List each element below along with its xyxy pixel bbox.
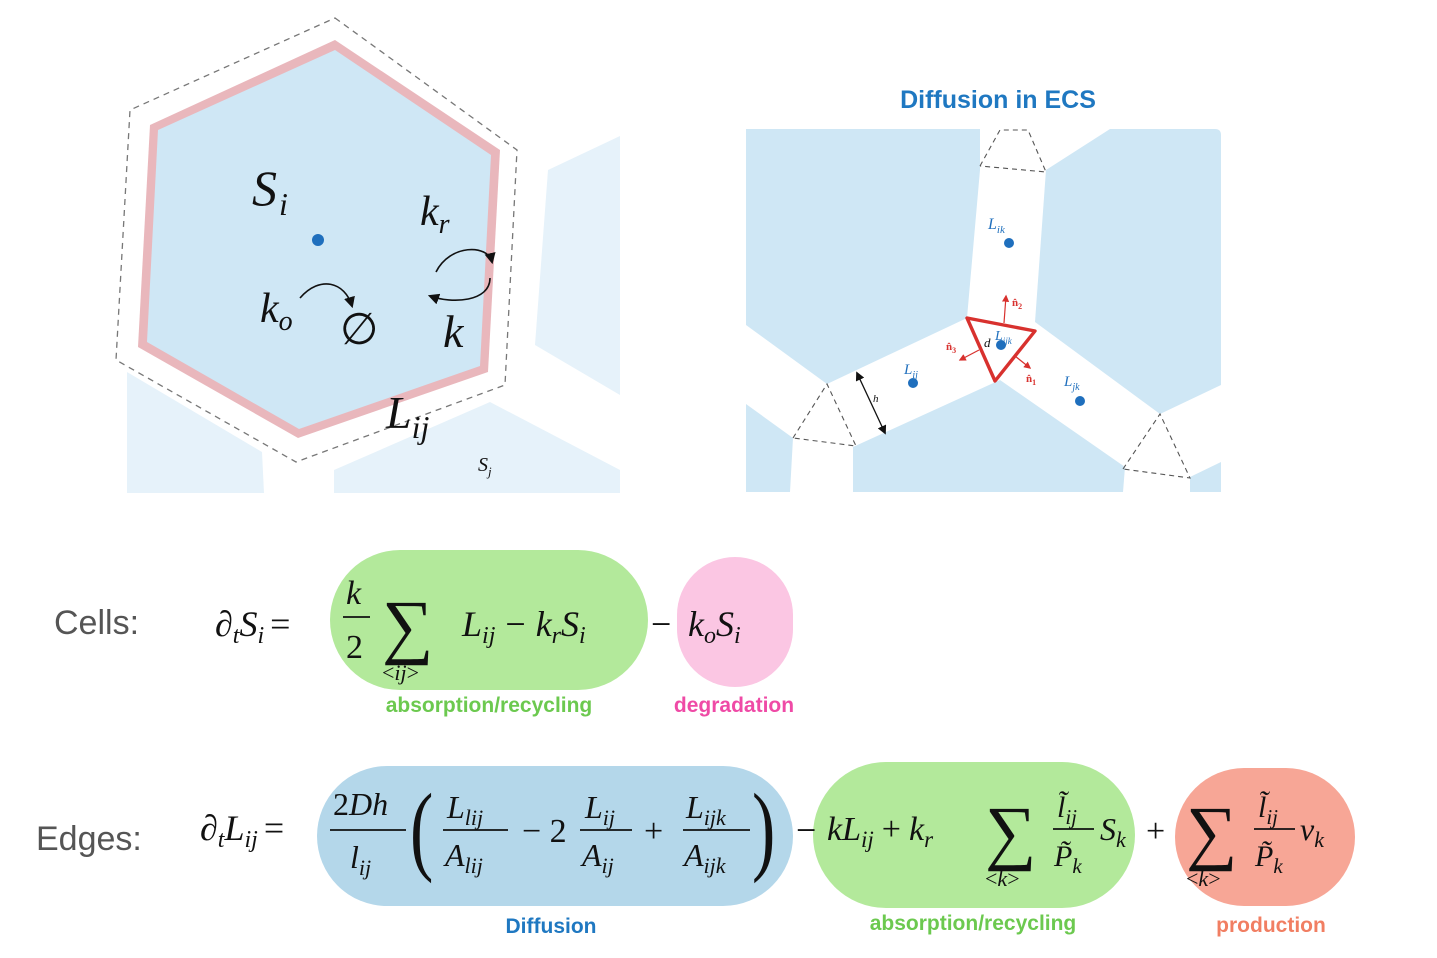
edges-paren-open: ( — [410, 773, 433, 884]
edges-plus-1: + — [644, 813, 663, 850]
neighbor-cell-right — [535, 136, 620, 395]
ecs-cell-bottom — [853, 380, 1125, 492]
normal-n2-arrow — [1004, 296, 1006, 323]
n3-label: n̂3 — [946, 341, 956, 355]
cells-minus: − — [651, 604, 671, 644]
dashed-cap-left — [793, 384, 856, 446]
node-l-ik — [1004, 238, 1014, 248]
cells-terms: Lij−krSi — [461, 604, 586, 649]
empty-set-symbol: ∅ — [340, 305, 378, 354]
cells-absorption-tag: absorption/recycling — [386, 694, 593, 717]
ecs-cell-bottom-right — [1190, 462, 1221, 492]
edges-absorption-tag: absorption/recycling — [870, 912, 1077, 935]
normal-n3-arrow — [960, 350, 979, 360]
cells-degradation-tag: degradation — [674, 694, 794, 717]
cells-absorption-pill — [330, 550, 648, 690]
edges-lhs: ∂tLij= — [200, 808, 284, 853]
normal-n1-arrow — [1015, 356, 1030, 368]
dashed-cap-top — [980, 130, 1046, 172]
ecs-panel-title: Diffusion in ECS — [900, 86, 1096, 114]
ecs-cell-top-left — [746, 129, 980, 384]
n2-label: n̂2 — [1012, 297, 1022, 311]
dashed-cap-right — [1123, 414, 1190, 478]
edges-sum-index-2: <k> — [1186, 866, 1221, 891]
l-ij-node-label: Lij — [903, 362, 918, 381]
edge-height-arrow — [857, 373, 885, 433]
cells-sum-index: <ij> — [382, 660, 419, 685]
cells-equation: Cells: ∂tSi= k 2 ∑ <ij> Lij−krSi − koSi … — [54, 550, 794, 717]
neighbor-cell-bottom-right — [334, 402, 620, 493]
cells-sum-symbol: ∑ — [382, 586, 433, 666]
edges-frac-2dh: 2Dh — [333, 786, 388, 822]
right-panel-ecs-diagram: Diffusion in ECS h Lik Lij Ljk Lijk d — [746, 86, 1221, 492]
h-label: h — [873, 393, 879, 405]
cell-center-dot — [312, 234, 324, 246]
cells-frac-2: 2 — [346, 629, 363, 666]
n1-label: n̂1 — [1026, 373, 1036, 387]
edges-sum-index-1: <k> — [985, 866, 1020, 891]
node-l-jk — [1075, 396, 1085, 406]
l-ij-label: Lij — [385, 387, 429, 445]
edges-sum-symbol-2: ∑ — [1186, 792, 1237, 872]
ecs-cell-top-right — [1035, 129, 1221, 414]
l-ijk-label: Lijk — [994, 329, 1013, 346]
edges-diffusion-tag: Diffusion — [506, 915, 597, 938]
edges-production-tag: production — [1216, 914, 1326, 937]
edges-equation: Edges: ∂tLij= 2Dh lij ( ) Llij Alij − 2 … — [36, 762, 1355, 938]
l-ik-label: Lik — [987, 216, 1006, 236]
edges-plus-2: + — [1146, 813, 1165, 850]
edges-minus-3: − — [796, 810, 816, 850]
cells-label: Cells: — [54, 604, 139, 642]
l-jk-label: Ljk — [1063, 374, 1080, 393]
k-label: k — [443, 306, 465, 357]
edges-sum-symbol-1: ∑ — [985, 792, 1036, 872]
ecs-cell-bottom-left — [746, 404, 793, 492]
edges-paren-close: ) — [752, 773, 775, 884]
cells-lhs: ∂tSi= — [215, 604, 290, 649]
edges-label: Edges: — [36, 820, 142, 858]
d-label: d — [984, 335, 991, 350]
cells-frac-k: k — [346, 575, 362, 612]
left-panel-cell-diagram: Si kr ko ∅ k Lij Sj — [116, 18, 620, 493]
edges-minus-2: − 2 — [522, 813, 567, 850]
